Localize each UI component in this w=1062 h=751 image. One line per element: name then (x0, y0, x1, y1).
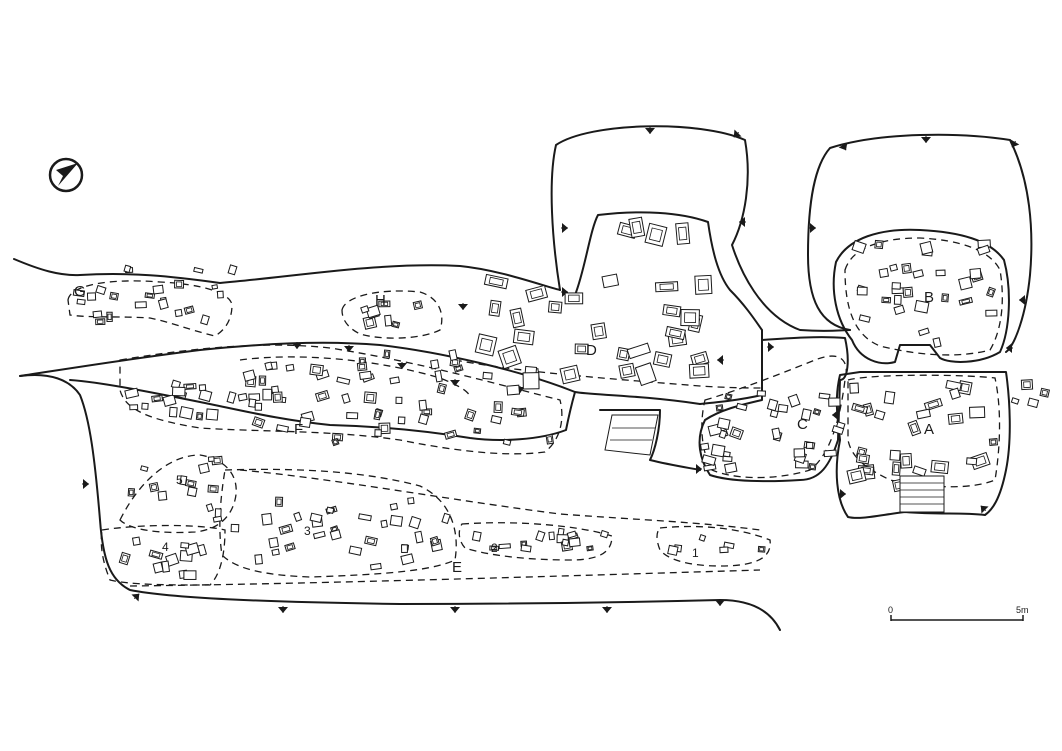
scale-end-label: 5m (1016, 605, 1029, 615)
subarea-label-2: 2 (491, 541, 498, 555)
section-markers (82, 127, 1026, 613)
area-label-d: D (586, 342, 597, 359)
stone-features (72, 216, 1051, 580)
excavation-boundary (13, 125, 1033, 631)
area-label-a: A (924, 421, 934, 438)
area-labels: A B C D E F G H (74, 283, 934, 576)
area-label-b: B (924, 289, 934, 306)
area-label-f: F (294, 421, 303, 438)
subarea-label-5: 5 (176, 473, 183, 487)
scale-bar: 0 5m (888, 605, 1029, 621)
area-label-g: G (74, 283, 86, 300)
north-arrow-icon (48, 157, 84, 193)
scale-start-label: 0 (888, 605, 893, 615)
subarea-labels: 1 2 3 4 5 (162, 473, 699, 560)
area-label-e: E (452, 559, 462, 576)
subarea-label-1: 1 (692, 546, 699, 560)
area-label-h: H (375, 292, 386, 309)
staircase-feature (604, 414, 945, 513)
area-label-c: C (797, 416, 808, 433)
subarea-label-4: 4 (162, 540, 169, 554)
subarea-label-3: 3 (304, 524, 311, 538)
